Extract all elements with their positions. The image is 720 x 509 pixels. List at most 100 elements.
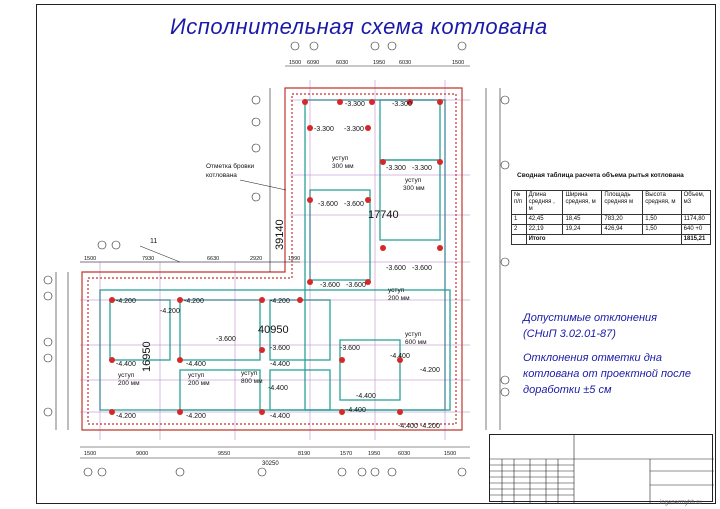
svg-text:-4.400: -4.400 — [116, 361, 136, 368]
svg-text:6030: 6030 — [336, 60, 348, 66]
table-cell: 1,50 — [642, 214, 682, 225]
svg-text:-3.300: -3.300 — [386, 165, 406, 172]
svg-text:1950: 1950 — [373, 60, 385, 66]
svg-text:200 мм: 200 мм — [188, 380, 210, 387]
svg-text:уступ: уступ — [118, 372, 135, 379]
svg-text:8190: 8190 — [298, 451, 310, 457]
svg-text:9000: 9000 — [136, 451, 148, 457]
svg-text:600 мм: 600 мм — [405, 339, 427, 346]
svg-text:800 мм: 800 мм — [241, 378, 263, 385]
svg-text:-4.400: -4.400 — [398, 423, 418, 430]
table-cell: 1,50 — [642, 224, 682, 235]
svg-text:-4.200: -4.200 — [270, 298, 290, 305]
table-cell — [511, 234, 527, 245]
svg-text:9550: 9550 — [218, 451, 230, 457]
svg-text:-4.400: -4.400 — [268, 385, 288, 392]
svg-text:уступ: уступ — [405, 331, 422, 338]
table-header: Ширина средняя, м — [562, 190, 603, 215]
table-cell: 18,45 — [562, 214, 603, 225]
svg-text:1990: 1990 — [288, 256, 300, 262]
table-cell: 1 — [511, 214, 527, 225]
table-header: Объем, м3 — [680, 190, 712, 215]
table-header: Длина средняя , м — [525, 190, 564, 215]
table-header-row: № п/п Длина средняя , м Ширина средняя, … — [511, 190, 712, 215]
table-header: Высота средняя, м — [642, 190, 682, 215]
dim-bottom-total: 30250 — [262, 461, 279, 467]
svg-text:-3.600: -3.600 — [320, 282, 340, 289]
dim-wing-height: 17740 — [368, 209, 399, 221]
title-block-grid — [490, 435, 714, 503]
table-cell: 640 +0 — [680, 224, 712, 235]
svg-text:уступ: уступ — [241, 370, 258, 377]
svg-text:1570: 1570 — [340, 451, 352, 457]
svg-text:-3.600: -3.600 — [344, 201, 364, 208]
table-cell: 426,94 — [601, 224, 644, 235]
svg-text:уступ: уступ — [405, 177, 422, 184]
svg-text:-3.300: -3.300 — [412, 165, 432, 172]
svg-text:6030: 6030 — [398, 451, 410, 457]
svg-text:-4.200: -4.200 — [160, 308, 180, 315]
svg-text:-3.300: -3.300 — [344, 126, 364, 133]
svg-text:200 мм: 200 мм — [388, 295, 410, 302]
svg-text:-4.400: -4.400 — [390, 353, 410, 360]
table-cell: 2 — [511, 224, 527, 235]
axis-grid — [80, 80, 470, 440]
table-cell: 42,45 — [525, 214, 564, 225]
svg-text:-3.600: -3.600 — [216, 336, 236, 343]
svg-text:200 мм: 200 мм — [118, 380, 140, 387]
note-line: котлована от проектной после — [523, 368, 691, 380]
dim-vertical: 16950 — [141, 341, 153, 372]
svg-text:-3.600: -3.600 — [412, 265, 432, 272]
page-title: Исполнительная схема котлована — [170, 14, 548, 39]
callout-line2: котлована — [206, 172, 237, 179]
svg-text:1500: 1500 — [444, 451, 456, 457]
table-row: 1 42,45 18,45 783,20 1,50 1174,80 — [511, 214, 712, 225]
svg-text:7930: 7930 — [142, 256, 154, 262]
table-title: Сводная таблица расчета объема рытья кот… — [517, 172, 684, 179]
volume-table: № п/п Длина средняя , м Ширина средняя, … — [511, 190, 712, 245]
svg-text:-3.600: -3.600 — [346, 282, 366, 289]
svg-text:-4.400: -4.400 — [356, 393, 376, 400]
svg-text:-4.400: -4.400 — [346, 407, 366, 414]
note-line: Допустимые отклонения — [523, 312, 658, 324]
svg-text:уступ: уступ — [188, 372, 205, 379]
note-line: Отклонения отметки дна — [523, 352, 662, 364]
table-header: Площадь средняя м — [601, 190, 644, 215]
svg-text:6090: 6090 — [307, 60, 319, 66]
total-value: 1815,21 — [680, 234, 712, 245]
top-dims: 1500 6090 6030 1950 6030 1500 — [289, 60, 464, 66]
svg-text:1500: 1500 — [84, 256, 96, 262]
svg-text:-3.300: -3.300 — [345, 101, 365, 108]
svg-text:6030: 6030 — [399, 60, 411, 66]
table-header: № п/п — [511, 190, 527, 215]
label-11: 11 — [150, 238, 157, 245]
note-line: доработки ±5 см — [523, 384, 612, 396]
svg-text:1500: 1500 — [289, 60, 301, 66]
svg-text:1500: 1500 — [452, 60, 464, 66]
svg-text:300 мм: 300 мм — [332, 163, 354, 170]
svg-text:-4.200: -4.200 — [116, 298, 136, 305]
svg-text:-4.200: -4.200 — [186, 413, 206, 420]
watermark: ingenermyhh.ru — [660, 500, 702, 506]
level-markers — [109, 99, 443, 415]
svg-text:-4.400: -4.400 — [270, 413, 290, 420]
svg-text:-4.400: -4.400 — [186, 361, 206, 368]
svg-text:-3.300: -3.300 — [314, 126, 334, 133]
title-block — [489, 434, 714, 503]
svg-text:-4.200: -4.200 — [116, 413, 136, 420]
callout-line1: Отметка бровки — [206, 162, 255, 170]
table-cell: 1174,80 — [680, 214, 712, 225]
svg-text:уступ: уступ — [332, 155, 349, 162]
svg-text:-3.600: -3.600 — [318, 201, 338, 208]
dim-vertical-wing: 39140 — [274, 219, 286, 250]
svg-text:6630: 6630 — [207, 256, 219, 262]
svg-text:1950: 1950 — [368, 451, 380, 457]
total-label: Итого — [525, 234, 682, 245]
svg-text:уступ: уступ — [388, 287, 405, 294]
svg-text:-4.400: -4.400 — [270, 361, 290, 368]
svg-text:-3.300: -3.300 — [392, 101, 412, 108]
